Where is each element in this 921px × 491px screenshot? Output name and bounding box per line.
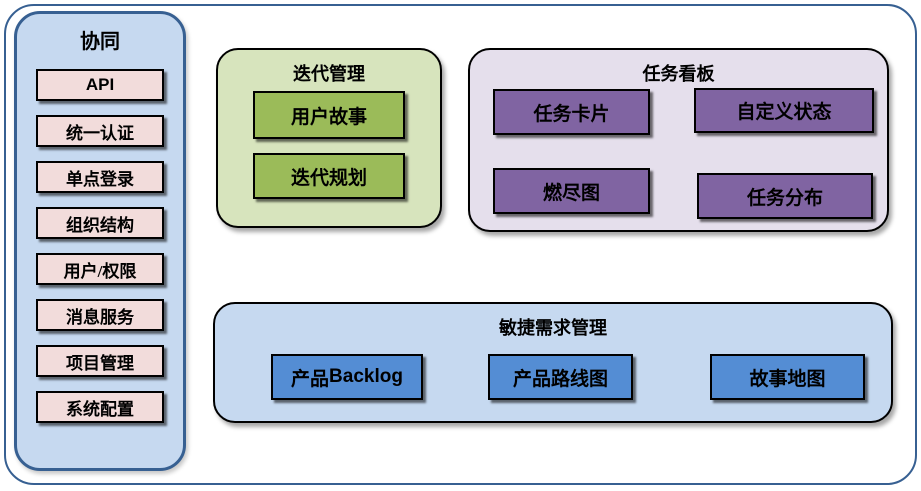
group-title-iteration: 迭代管理: [293, 64, 365, 84]
sidebar-item-api: API: [36, 69, 164, 101]
item-label-cn: 项目管理: [66, 353, 134, 373]
group-task-board: 任务看板 任务卡片 自定义状态 燃尽图 任务分布: [468, 48, 889, 232]
item-label-cn: 组织结构: [66, 215, 134, 235]
item-label-cn: 任务卡片: [533, 103, 610, 125]
sidebar-item-system-config: 系统配置: [36, 391, 164, 423]
item-label-cn: 燃尽图: [542, 182, 600, 204]
item-label-cn: 任务分布: [746, 187, 823, 209]
item-label-en: Backlog: [329, 366, 403, 387]
sidebar-item-user-permission: 用户/权限: [36, 253, 164, 285]
item-label-cn: 产品路线图: [512, 368, 608, 390]
group-title-agile: 敏捷需求管理: [499, 318, 607, 338]
item-story-map: 故事地图: [710, 354, 865, 400]
item-label-cn: 系统配置: [66, 399, 134, 419]
group-iteration-management: 迭代管理 用户故事 迭代规划: [216, 48, 442, 228]
item-label-cn: 用户故事: [290, 106, 367, 128]
item-label-cn: 统一认证: [66, 123, 134, 143]
sidebar-item-unified-auth: 统一认证: [36, 115, 164, 147]
item-task-card: 任务卡片: [493, 89, 650, 135]
item-label-en: API: [85, 75, 115, 94]
item-label-cn: 产品: [291, 368, 330, 390]
item-label-cn: 用户/权限: [63, 261, 137, 281]
sidebar-title: 协同: [80, 31, 120, 53]
sidebar-item-sso: 单点登录: [36, 161, 164, 193]
item-task-distribution: 任务分布: [697, 173, 873, 219]
item-label-cn: 单点登录: [66, 169, 134, 189]
sidebar-item-list: API 统一认证 单点登录 组织结构 用户/权限 消息服务 项目管理 系统配置: [17, 69, 183, 423]
item-label-cn: 故事地图: [749, 368, 826, 390]
sidebar-item-org-structure: 组织结构: [36, 207, 164, 239]
item-iteration-planning: 迭代规划: [253, 153, 405, 199]
sidebar-panel-collaboration: 协同 API 统一认证 单点登录 组织结构 用户/权限 消息服务 项目管理 系统…: [14, 11, 186, 471]
item-user-story: 用户故事: [253, 91, 405, 139]
sidebar-item-message-service: 消息服务: [36, 299, 164, 331]
item-label-cn: 自定义状态: [736, 102, 832, 123]
outer-frame: [4, 4, 917, 485]
group-title-task-board: 任务看板: [642, 64, 715, 84]
item-product-roadmap: 产品路线图: [488, 354, 633, 400]
item-custom-status: 自定义状态: [694, 88, 874, 133]
item-label-cn: 迭代规划: [290, 167, 367, 189]
item-burndown-chart: 燃尽图: [493, 168, 650, 214]
item-label-cn: 消息服务: [66, 307, 134, 327]
sidebar-item-project-mgmt: 项目管理: [36, 345, 164, 377]
